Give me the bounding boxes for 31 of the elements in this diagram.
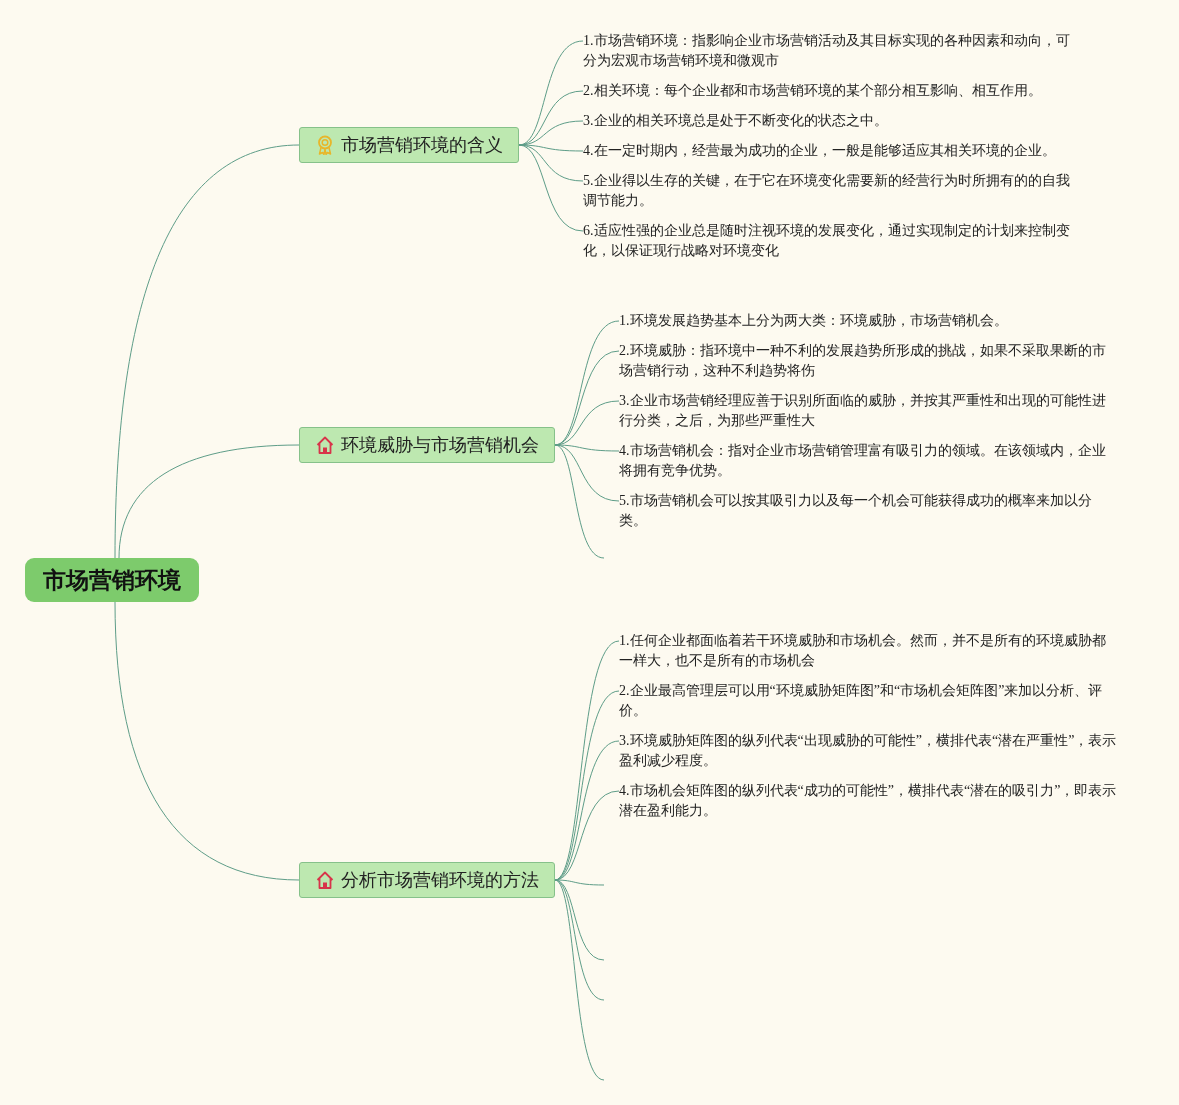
branch-note: 4.市场机会矩阵图的纵列代表“成功的可能性”，横排代表“潜在的吸引力”，即表示潜在盈利能力。: [619, 781, 1119, 821]
branch-note: 1.市场营销环境：指影响企业市场营销活动及其目标实现的各种因素和动向，可分为宏观市场营销环境和微观市: [583, 31, 1073, 71]
topic-box: [299, 862, 555, 898]
branch-note: 3.企业市场营销经理应善于识别所面临的威胁，并按其严重性和出现的可能性进行分类，之后，为那些严重性大: [619, 391, 1109, 431]
branch-note: 4.市场营销机会：指对企业市场营销管理富有吸引力的领域。在该领域内，企业将拥有竞争优势。: [619, 441, 1109, 481]
branch-line: [554, 444, 605, 559]
root-title: 市场营销环境: [43, 565, 181, 595]
branch-note: 5.企业得以生存的关键，在于它在环境变化需要新的经营行为时所拥有的的自我调节能力。: [583, 171, 1073, 211]
branch-note: 1.环境发展趋势基本上分为两大类：环境威胁，市场营销机会。: [619, 311, 1109, 331]
root-box: [25, 558, 199, 602]
branch-line: [518, 144, 584, 232]
branch-note: 6.适应性强的企业总是随时注视环境的发展变化，通过实现制定的计划来控制变化，以保证现行战略对环境变化: [583, 221, 1073, 261]
branch-line: [518, 144, 584, 152]
branch-note: 3.环境威胁矩阵图的纵列代表“出现威胁的可能性”，横排代表“潜在严重性”，表示盈利减少程度。: [619, 731, 1119, 771]
topic-box: [299, 127, 519, 163]
branch-line: [114, 601, 300, 881]
topic-title: 环境威胁与市场营销机会: [341, 433, 539, 457]
branch-note: 4.在一定时期内，经营最为成功的企业，一般是能够适应其相关环境的企业。: [583, 141, 1073, 161]
branch-note: 2.企业最高管理层可以用“环境威胁矩阵图”和“市场机会矩阵图”来加以分析、评价。: [619, 681, 1109, 721]
branch-note: 3.企业的相关环境总是处于不断变化的状态之中。: [583, 111, 1073, 131]
topic-title: 市场营销环境的含义: [341, 133, 503, 157]
branch-line: [118, 444, 300, 559]
branch-note: 2.相关环境：每个企业都和市场营销环境的某个部分相互影响、相互作用。: [583, 81, 1073, 101]
topic-title: 分析市场营销环境的方法: [341, 868, 539, 892]
branch-line: [114, 144, 300, 559]
topic-box: [299, 427, 555, 463]
branch-line: [554, 640, 620, 881]
branch-line: [554, 879, 605, 1081]
branch-note: 1.任何企业都面临着若干环境威胁和市场机会。然而，并不是所有的环境威胁都一样大，也不是所有的市场机会: [619, 631, 1109, 671]
branch-note: 2.环境威胁：指环境中一种不利的发展趋势所形成的挑战，如果不采取果断的市场营销行动，这种不利趋势将伤: [619, 341, 1109, 381]
branch-note: 5.市场营销机会可以按其吸引力以及每一个机会可能获得成功的概率来加以分类。: [619, 491, 1099, 531]
